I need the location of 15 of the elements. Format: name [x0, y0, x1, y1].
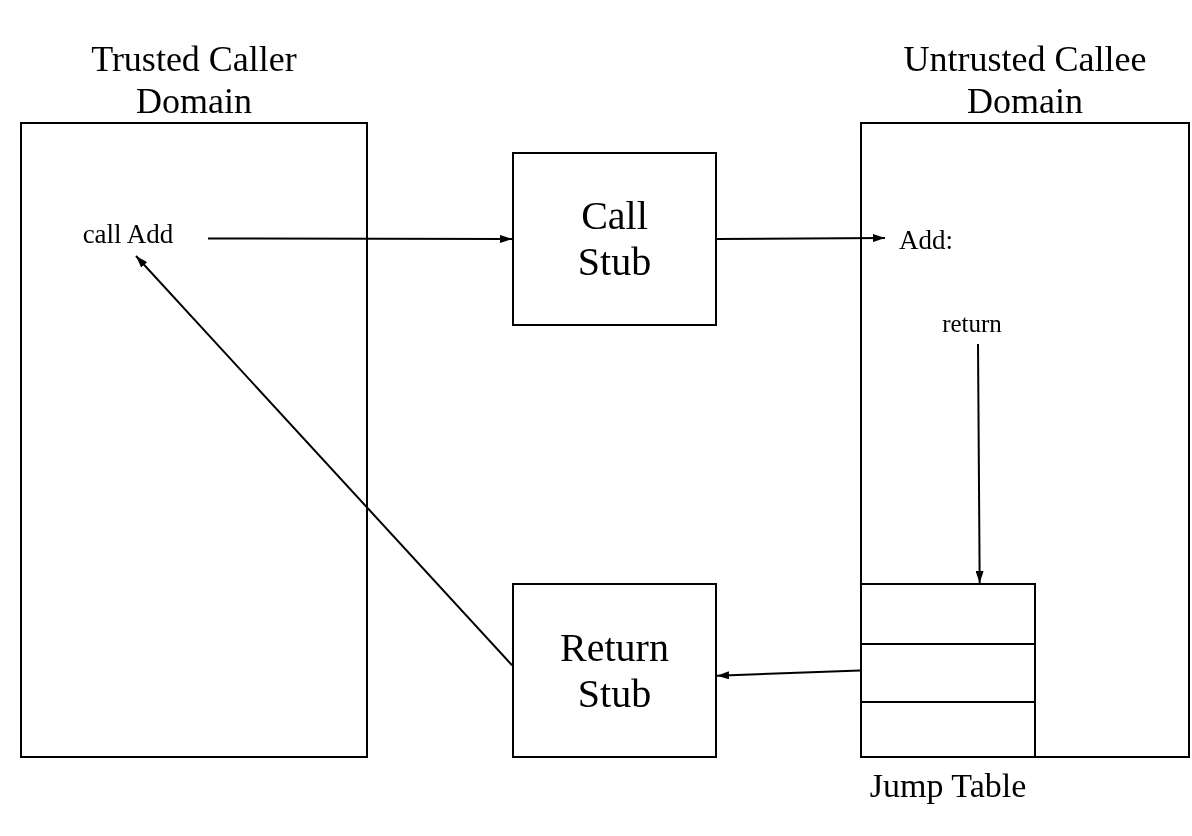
box-heading: Untrusted Callee Domain	[902, 39, 1148, 122]
box-label: Call Stub	[576, 193, 653, 285]
arrow	[135, 255, 513, 667]
arrow	[716, 669, 861, 680]
code-label: Add:	[885, 220, 967, 260]
arrow	[207, 235, 513, 243]
code-label: call Add	[48, 212, 208, 256]
box-heading: Jump Table	[868, 766, 1028, 806]
arrow	[975, 343, 984, 584]
stub-box	[512, 583, 717, 758]
arrow	[716, 234, 886, 243]
code-label: return	[912, 304, 1032, 344]
box-label: Return Stub	[559, 624, 670, 717]
stub-box	[512, 152, 717, 326]
box-heading: Trusted Caller Domain	[90, 39, 298, 122]
